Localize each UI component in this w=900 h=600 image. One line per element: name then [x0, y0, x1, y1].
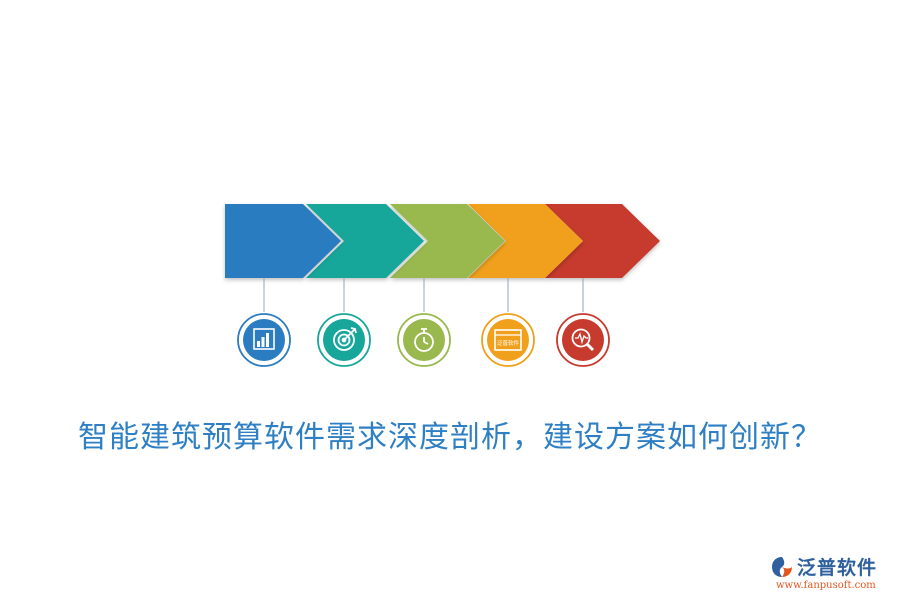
search-pulse-icon: [571, 328, 595, 352]
fanpu-logo-icon: [772, 557, 792, 577]
arrow-step-5: [545, 204, 660, 278]
arrow-step-4: [468, 204, 583, 278]
arrow-step-1: [225, 204, 341, 278]
brand-name: 泛普软件: [797, 557, 878, 579]
step-node-3: [397, 313, 451, 367]
bar-chart-icon: [253, 328, 275, 350]
target-icon: [333, 327, 357, 351]
process-arrows: [225, 204, 660, 278]
brand-logo: 泛普软件 www.fanpusoft.com: [770, 553, 896, 597]
svg-text:泛普软件: 泛普软件: [497, 339, 520, 347]
page-title: 智能建筑预算软件需求深度剖析，建设方案如何创新？: [78, 420, 822, 455]
stopwatch-icon: [414, 328, 434, 352]
step-node-5: [556, 313, 610, 367]
step-node-2: [317, 313, 371, 367]
software-card-icon: 泛普软件: [494, 329, 522, 351]
brand-url: www.fanpusoft.com: [776, 580, 876, 591]
connector-lines: [263, 278, 584, 312]
arrow-step-2: [306, 204, 424, 278]
step-node-1: [237, 313, 291, 367]
arrow-step-3: [390, 204, 505, 278]
step-node-4: 泛普软件: [481, 313, 535, 367]
